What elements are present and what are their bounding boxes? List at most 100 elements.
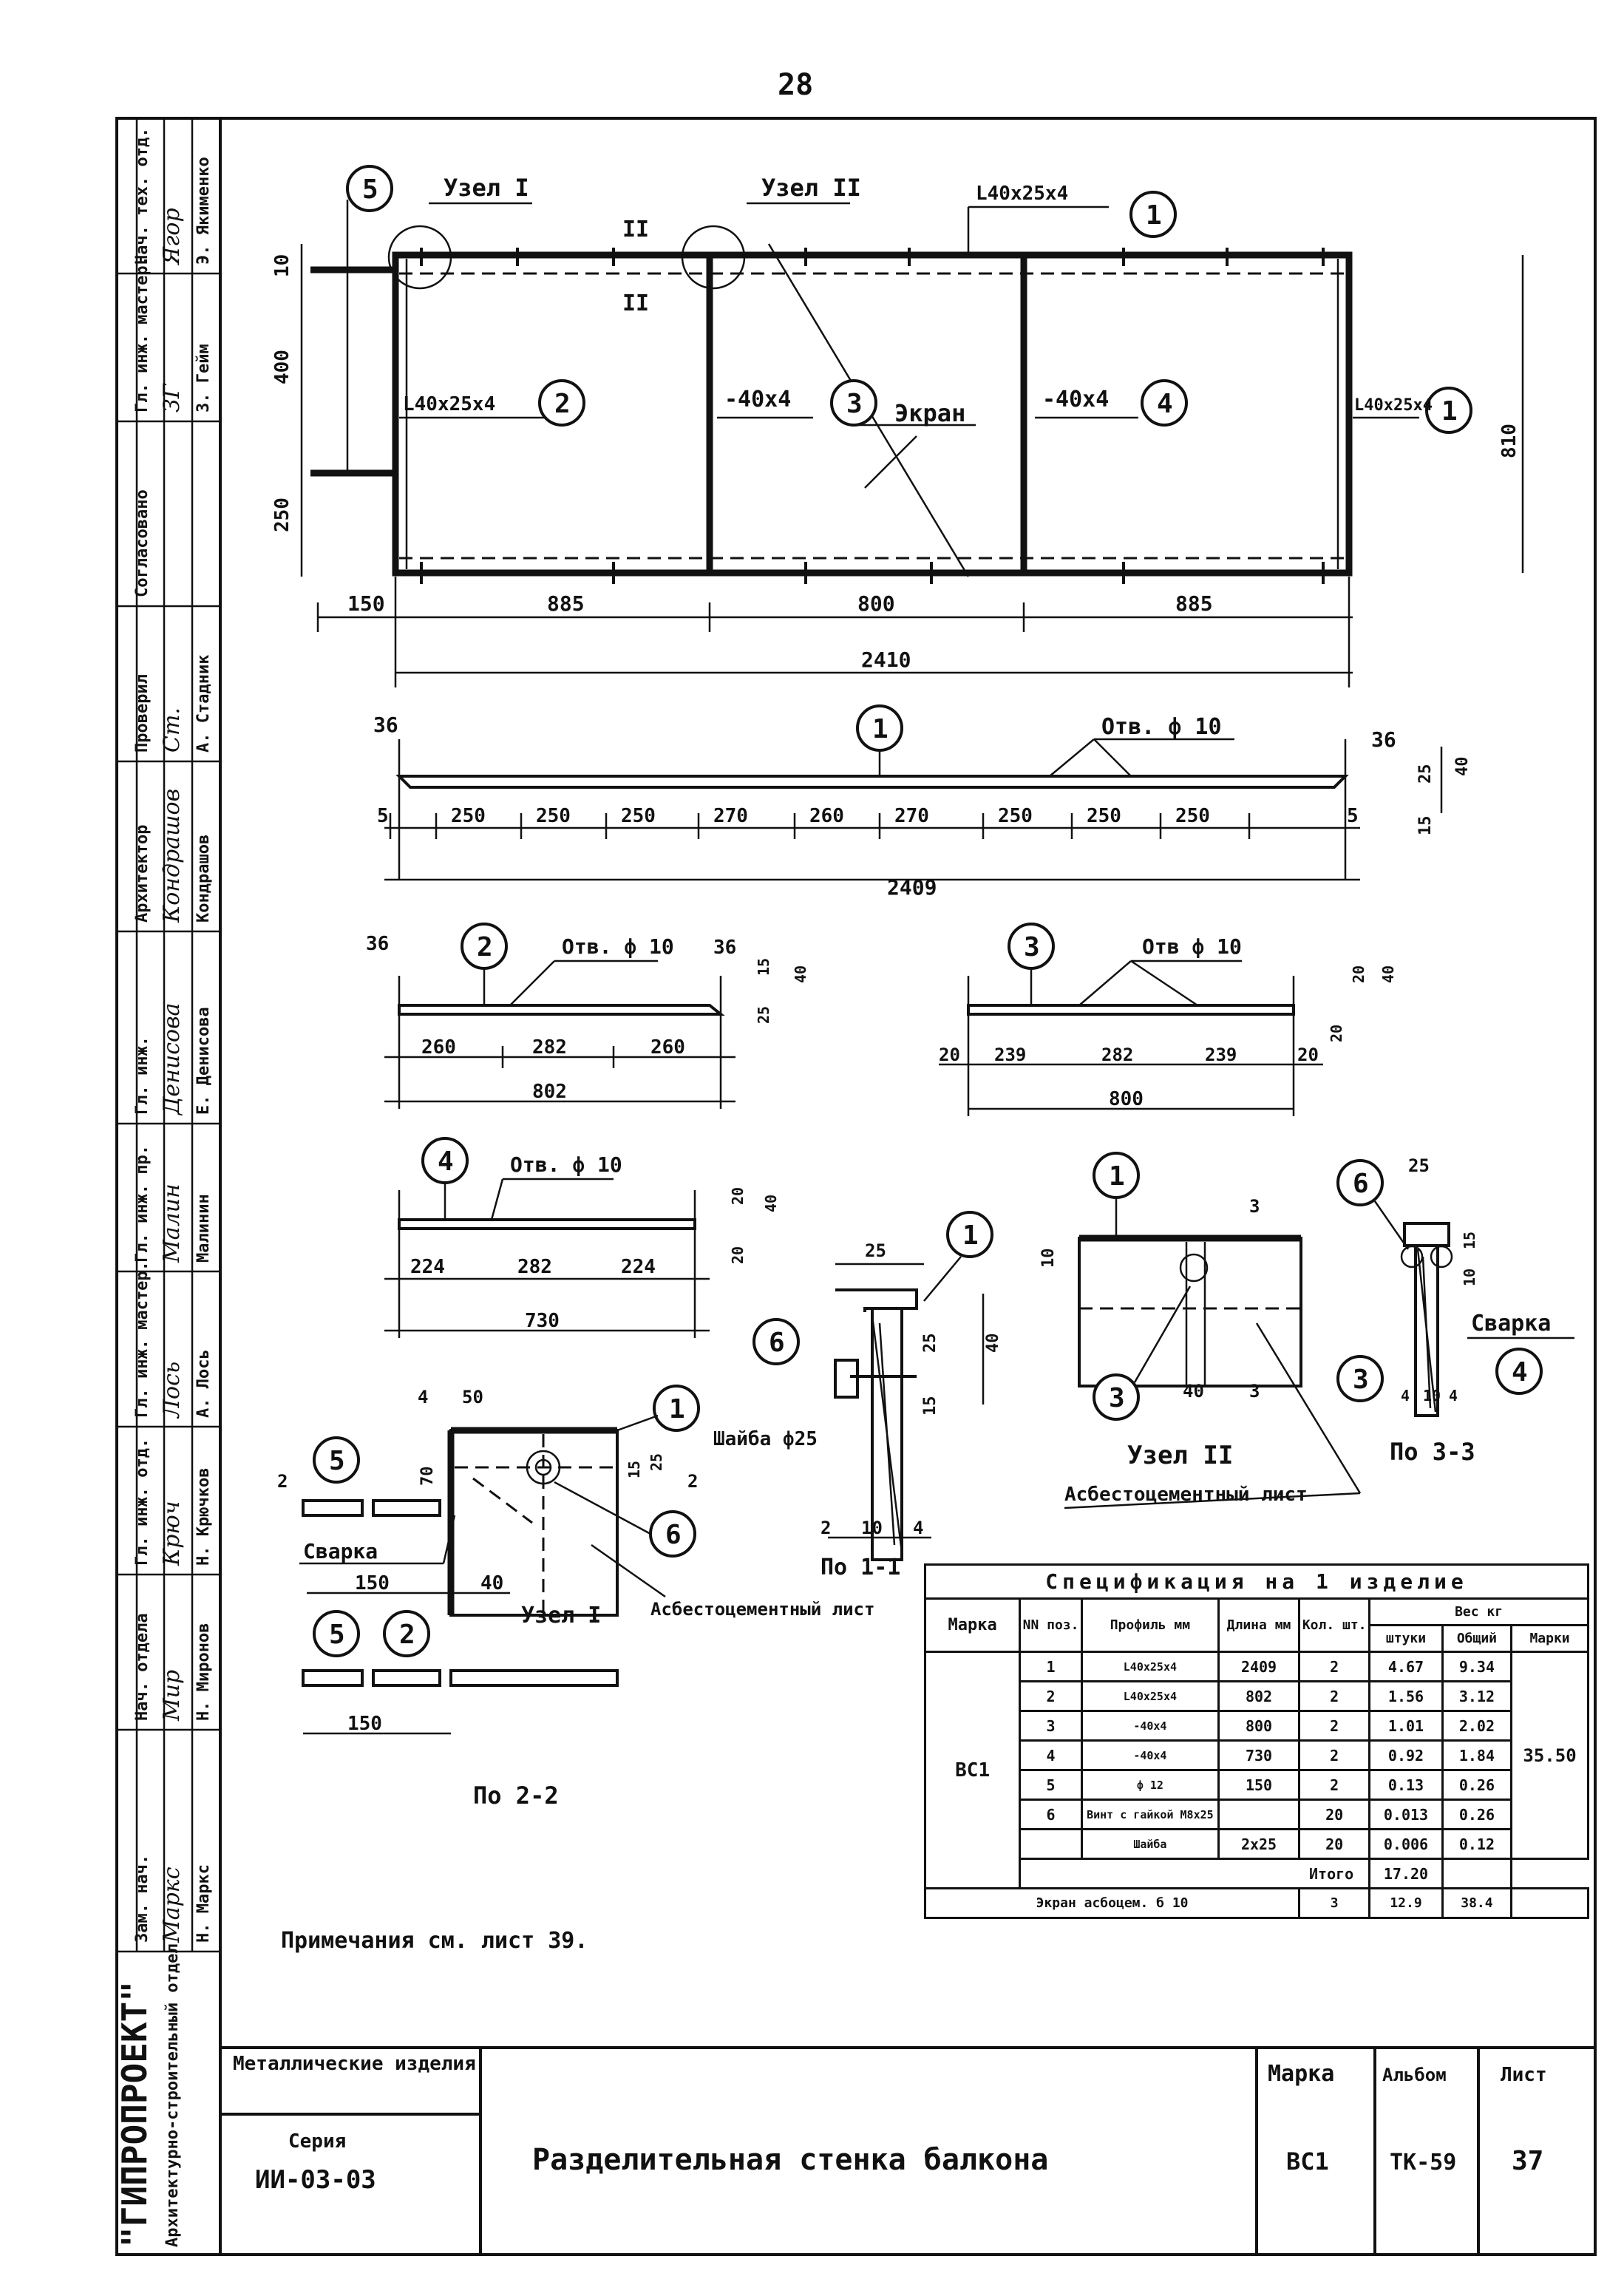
- svg-text:20: 20: [1350, 965, 1368, 983]
- screen-label: Экран: [894, 399, 965, 427]
- svg-text:3: 3: [1024, 932, 1040, 962]
- spec-pos: 2: [1019, 1680, 1083, 1712]
- svg-text:25: 25: [755, 1006, 772, 1024]
- spec-w_piece: 0.013: [1368, 1799, 1444, 1830]
- svg-text:25: 25: [865, 1240, 886, 1261]
- bar1-dim: 250: [1175, 805, 1210, 827]
- svg-text:802: 802: [532, 1081, 567, 1103]
- spec-length: 150: [1217, 1769, 1301, 1801]
- stamp-sig-1: ЗГ: [159, 383, 185, 412]
- svg-text:150: 150: [347, 1713, 382, 1735]
- svg-text:40: 40: [792, 965, 809, 983]
- bar1-dim: 270: [713, 805, 748, 827]
- svg-text:3: 3: [1109, 1383, 1125, 1413]
- svg-text:70: 70: [418, 1467, 437, 1487]
- svg-text:20: 20: [1297, 1045, 1319, 1065]
- svg-text:Металлические изделия: Металлические изделия: [233, 2053, 476, 2075]
- bar1-dim: 250: [536, 805, 571, 827]
- stamp-sig-5: Денисова: [159, 1003, 185, 1116]
- stamp-role-3: Проверил: [133, 674, 152, 753]
- bar1-dim: 250: [998, 805, 1033, 827]
- svg-text:Лист: Лист: [1501, 2064, 1547, 2086]
- spec-pos: 3: [1019, 1710, 1083, 1742]
- stamp-name-10: Н. Маркс: [194, 1864, 213, 1943]
- svg-text:10: 10: [861, 1518, 883, 1538]
- svg-text:L40x25x4: L40x25x4: [1354, 396, 1433, 415]
- svg-text:40: 40: [1379, 965, 1397, 983]
- detail-bar-pos4: 4 Отв. ф 10 224 282 224 730 20 20 40: [384, 1137, 780, 1338]
- note: Примечания см. лист 39.: [281, 1928, 588, 1954]
- svg-text:150: 150: [355, 1572, 390, 1594]
- svg-text:L40x25x4: L40x25x4: [403, 393, 495, 415]
- stamp-sig-0: Ягор: [159, 208, 185, 266]
- spec-screen-qty: 3: [1298, 1887, 1371, 1919]
- svg-text:800: 800: [857, 591, 895, 616]
- spec-pos: 6: [1019, 1799, 1083, 1830]
- svg-text:Отв ф 10: Отв ф 10: [1142, 934, 1242, 959]
- svg-text:36: 36: [373, 713, 398, 737]
- stamp-role-10: Зам. нач.: [133, 1855, 152, 1943]
- section-3-3-title: По 3-3: [1390, 1438, 1475, 1466]
- svg-text:40: 40: [480, 1572, 503, 1594]
- svg-text:282: 282: [517, 1256, 552, 1278]
- stamp-sig-3: Ст.: [159, 707, 185, 753]
- spec-total-label: Итого: [1019, 1858, 1371, 1889]
- svg-text:Марка: Марка: [1268, 2061, 1334, 2087]
- svg-text:4: 4: [1449, 1387, 1458, 1405]
- stamp-role-0: Нач. тех. отд.: [133, 128, 152, 265]
- section-1-1: 6 1 25 Шайба ф25 25 15 40 2 10 4 По 1-1: [713, 1211, 1002, 1580]
- stamp-name-0: Э. Якименко: [194, 157, 213, 265]
- svg-text:1: 1: [962, 1220, 979, 1251]
- svg-text:885: 885: [547, 591, 585, 616]
- spec-pos: 1: [1019, 1651, 1083, 1682]
- node-1-callout: [387, 225, 452, 290]
- svg-text:5: 5: [362, 174, 378, 205]
- spec-profile: ф 12: [1080, 1769, 1220, 1801]
- svg-text:4: 4: [913, 1518, 923, 1538]
- spec-w_piece: 1.01: [1368, 1710, 1444, 1742]
- stamp-sig-6: Малин: [159, 1183, 185, 1263]
- stamp-sig-4: Кондрашов: [159, 789, 185, 923]
- svg-text:400: 400: [271, 350, 293, 384]
- stamp-sig-10: Маркс: [159, 1867, 185, 1943]
- svg-text:40: 40: [984, 1334, 1002, 1354]
- svg-text:Асбестоцементный лист: Асбестоцементный лист: [650, 1599, 874, 1620]
- svg-text:730: 730: [525, 1310, 560, 1332]
- spec-length: 802: [1217, 1680, 1301, 1712]
- section-3-3: 6 3 4 Сварка 25 15 10 4 10 4 По 3-3: [1336, 1155, 1574, 1466]
- stamp-role-2: Согласовано: [133, 489, 152, 597]
- svg-text:2410: 2410: [861, 648, 911, 672]
- main-elevation-view: 5 1 2 3 4 1 Узел I Узел II L40x25x4 L40x…: [271, 165, 1524, 687]
- spec-w_total: 9.34: [1441, 1651, 1513, 1682]
- stamp-role-9: Нач. отдела: [133, 1613, 152, 1721]
- bar1-dim: 250: [1087, 805, 1121, 827]
- svg-text:10: 10: [271, 254, 293, 277]
- svg-text:II: II: [622, 291, 649, 316]
- stamp-name-3: А. Стадник: [194, 655, 213, 753]
- node-2-detail: 1 3 10 40 3 3 Узел II Асбестоцементный л…: [1039, 1152, 1362, 1509]
- spec-w_total: 0.26: [1441, 1799, 1513, 1830]
- svg-text:3: 3: [1353, 1365, 1369, 1395]
- svg-text:4: 4: [418, 1387, 428, 1407]
- svg-text:Сварка: Сварка: [303, 1539, 378, 1563]
- svg-text:4: 4: [1157, 389, 1173, 419]
- spec-w_piece: 0.006: [1368, 1828, 1444, 1860]
- svg-text:1: 1: [872, 714, 889, 744]
- bar1-dim: 250: [451, 805, 486, 827]
- spec-w_piece: 0.13: [1368, 1769, 1444, 1801]
- stamp-role-5: Гл. инж.: [133, 1036, 152, 1115]
- svg-text:6: 6: [665, 1520, 682, 1550]
- bar1-dim: 5: [1347, 805, 1359, 827]
- title-block: Металлические изделия Серия ИИ-03-03 Раз…: [219, 2046, 1597, 2256]
- svg-text:4: 4: [1401, 1387, 1410, 1405]
- svg-text:25: 25: [1408, 1155, 1430, 1176]
- stamp-name-8: Н. Крючков: [194, 1468, 213, 1566]
- svg-text:260: 260: [421, 1036, 456, 1059]
- svg-text:36: 36: [366, 933, 389, 955]
- svg-text:800: 800: [1109, 1088, 1144, 1110]
- spec-profile: -40x4: [1080, 1739, 1220, 1771]
